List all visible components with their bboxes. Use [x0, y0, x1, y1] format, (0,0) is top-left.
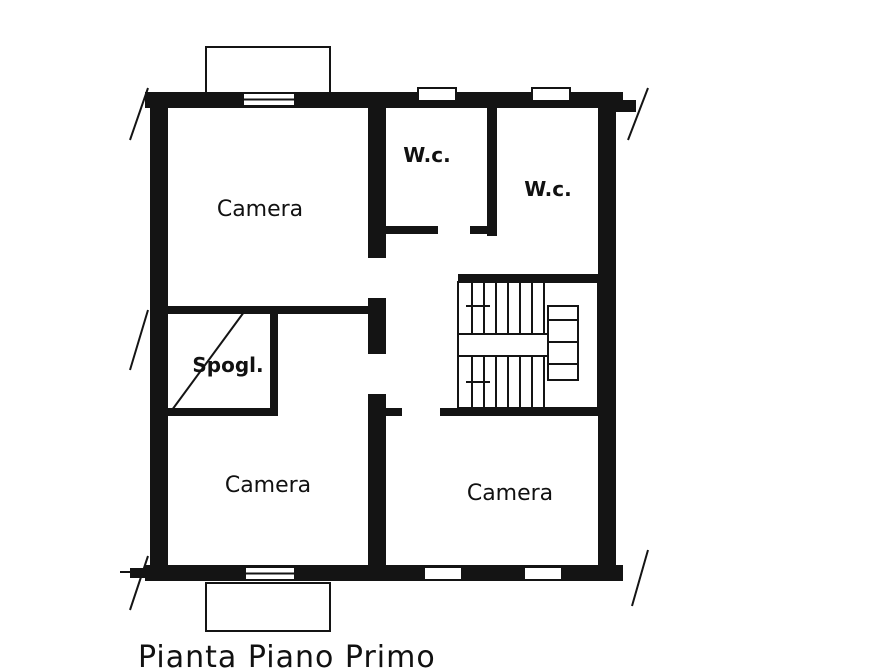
- room-label-wc-right: W.c.: [524, 177, 571, 201]
- room-label-camera-top-left: Camera: [217, 197, 303, 222]
- room-label-camera-bottom-left: Camera: [225, 473, 311, 498]
- windows-bottom: [244, 566, 563, 581]
- door-swing-spogliatoio: [171, 311, 245, 411]
- room-label-spogliatoio: Spogl.: [192, 353, 263, 377]
- staircase: [457, 281, 599, 409]
- balcony-top: [205, 46, 331, 96]
- room-label-camera-bottom-right: Camera: [467, 481, 553, 506]
- balcony-bottom: [205, 582, 331, 632]
- room-label-wc-left: W.c.: [403, 143, 450, 167]
- wall-break-ticks: [120, 87, 649, 611]
- interior-walls: [168, 106, 600, 568]
- windows-top: [242, 87, 571, 107]
- plan-title: Pianta Piano Primo: [138, 640, 436, 670]
